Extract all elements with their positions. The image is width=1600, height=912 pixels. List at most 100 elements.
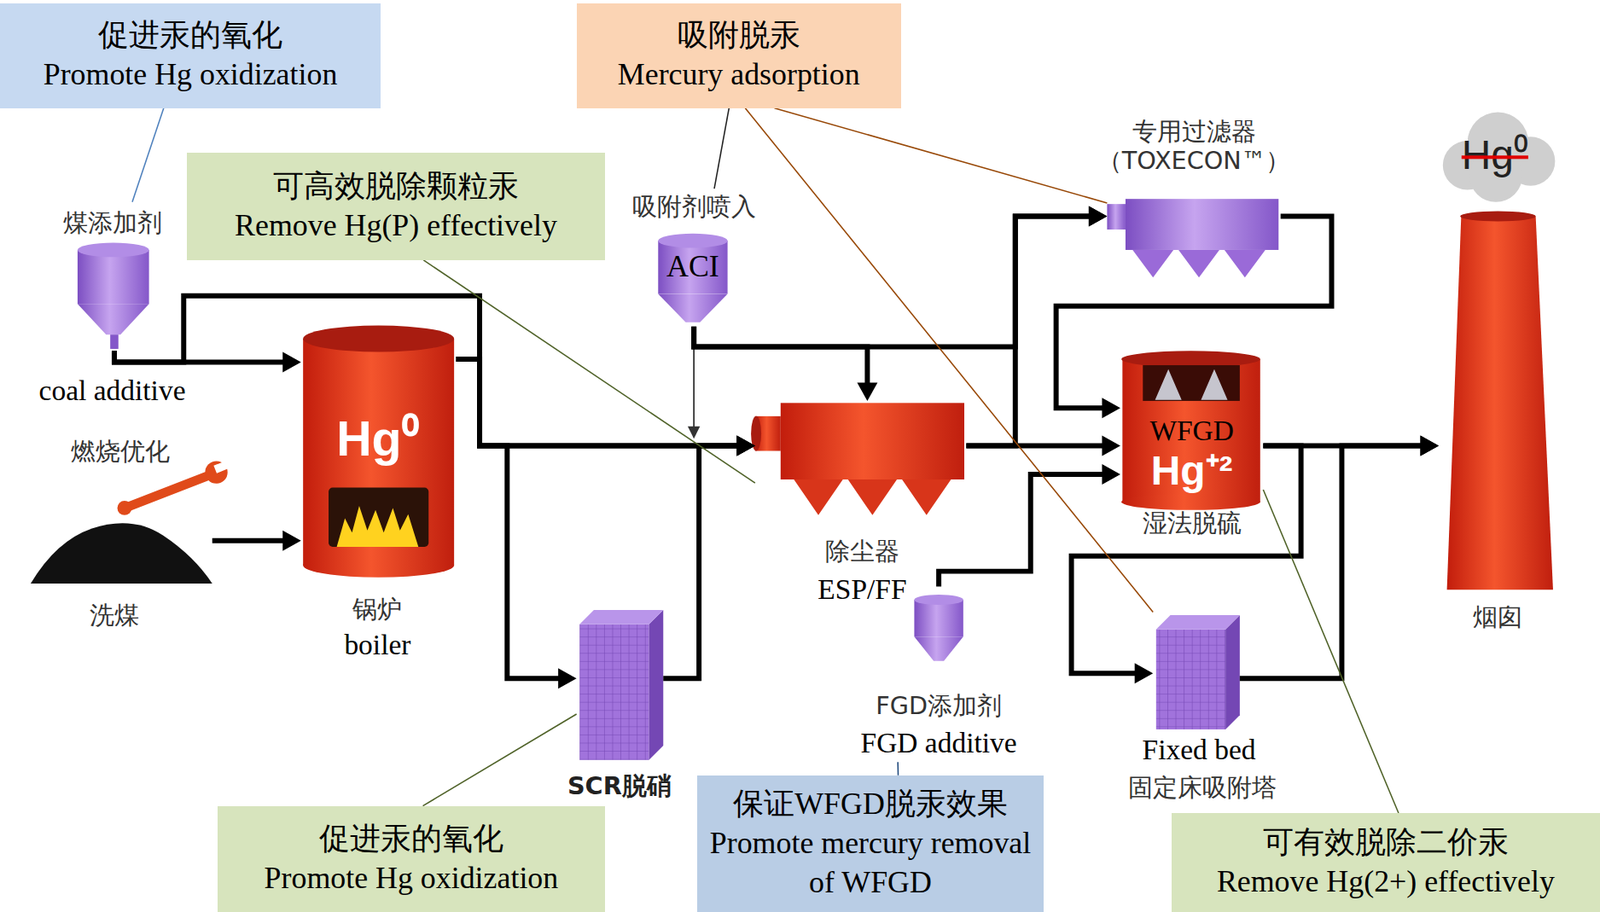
chimney-shape <box>1447 211 1554 591</box>
arrow-head <box>558 668 577 689</box>
flow-arrow <box>938 464 1121 587</box>
leader-line <box>423 260 756 483</box>
equipment-node: 除尘器ESP/FF <box>755 401 967 519</box>
fixed-bed-block <box>1156 615 1240 730</box>
connector-line <box>1071 446 1302 675</box>
arrow-head <box>736 436 756 457</box>
coal-additive-hopper <box>77 243 150 350</box>
toxecon-shape <box>1106 198 1279 278</box>
connector-line <box>1056 215 1333 408</box>
leader-line <box>744 108 1153 613</box>
arrow-head <box>1420 436 1440 457</box>
callout-box: 可有效脱除二价汞Remove Hg(2+) effectively <box>1171 813 1600 912</box>
connector-line <box>132 108 164 203</box>
wrench-icon <box>117 460 229 515</box>
callout-text: Promote mercury removal of WFGD <box>709 824 1033 903</box>
connector-line <box>693 215 1092 347</box>
equipment-label: Fixed bed <box>1142 733 1257 768</box>
equipment-label: coal additive <box>39 373 187 408</box>
flow-arrow <box>456 359 577 689</box>
callout-box: 保证WFGD脱汞效果Promote mercury removal of WFG… <box>697 775 1045 912</box>
connector-line <box>714 108 729 189</box>
connector-line <box>423 714 577 807</box>
equipment-label: 烟囱 <box>1472 602 1523 632</box>
callout-text: 保证WFGD脱汞效果 <box>733 785 1008 825</box>
equipment-label: 固定床吸附塔 <box>1128 773 1277 803</box>
arrow-head <box>856 382 878 402</box>
connector-line <box>456 359 740 447</box>
flow-arrow <box>212 530 302 552</box>
connector-line <box>938 474 1106 588</box>
connector-line <box>212 538 286 544</box>
flow-arrow <box>693 326 878 402</box>
callout-box: 可高效脱除颗粒汞Remove Hg(P) effectively <box>186 152 606 261</box>
arrow-head <box>736 436 756 457</box>
callout-box: 吸附脱汞Mercury adsorption <box>576 3 902 109</box>
boiler-shape <box>302 325 454 577</box>
connector-line <box>774 108 1108 204</box>
callout-box: 促进汞的氧化Promote Hg oxidization <box>217 806 606 912</box>
flow-arrow <box>114 296 756 457</box>
equipment-label: SCR脱硝 <box>567 771 672 801</box>
equipment-node: 洗煤 <box>30 510 213 584</box>
connector-line <box>1262 489 1399 814</box>
arrow-head <box>1101 397 1121 419</box>
equipment-label: boiler <box>343 628 411 663</box>
connector-line <box>1239 446 1424 680</box>
equipment-node: 煤添加剂coal additive <box>40 202 184 352</box>
smoke-cloud <box>1442 112 1556 203</box>
equipment-label: 湿法脱硫 <box>1142 508 1242 538</box>
leader-line <box>423 714 577 807</box>
flow-arrow <box>663 436 756 680</box>
leader-line <box>714 108 729 189</box>
equipment-node: SCR脱硝 <box>576 606 664 760</box>
emission-label: Hg⁰ <box>1461 130 1529 180</box>
connector-line <box>423 260 756 483</box>
arrow-head <box>1134 663 1154 684</box>
flow-arrow <box>1071 446 1302 685</box>
fgd-additive-hopper <box>913 594 963 662</box>
arrow-head <box>282 530 302 552</box>
arrow-head <box>1088 206 1108 227</box>
equipment-label: Hg⁺² <box>1151 447 1234 496</box>
optimization-label: 燃烧优化 <box>70 436 170 466</box>
leader-line <box>774 108 1108 204</box>
arrow-head <box>1101 436 1121 457</box>
arrow-head <box>1420 436 1440 457</box>
equipment-label: FGD添加剂 <box>875 691 1002 721</box>
equipment-node: Fixed bed固定床吸附塔 <box>1152 611 1240 734</box>
arrow-head <box>736 436 756 457</box>
flow-arrow <box>693 206 1107 348</box>
callout-text: Remove Hg(2+) effectively <box>1216 862 1555 902</box>
equipment-label: 吸附剂喷入 <box>632 191 757 221</box>
connector-line <box>456 359 562 679</box>
leader-line <box>132 108 164 203</box>
callout-text: Remove Hg(P) effectively <box>234 206 558 246</box>
equipment-label: 专用过滤器 （TOXECON™） <box>1082 116 1307 176</box>
flow-arrow <box>456 359 756 457</box>
equipment-label: 除尘器 <box>825 536 900 566</box>
connector-line <box>896 762 899 776</box>
esp-shape <box>750 402 965 516</box>
callout-text: 促进汞的氧化 <box>319 820 504 860</box>
connector-line <box>965 215 1092 446</box>
callout-text: Promote Hg oxidization <box>43 55 338 95</box>
equipment-label: FGD additive <box>861 725 1018 760</box>
equipment-label: ACI <box>666 249 720 286</box>
arrow-head <box>1101 464 1121 485</box>
equipment-label: 锅炉 <box>352 594 402 624</box>
connector-line <box>663 446 740 680</box>
callout-text: 可高效脱除颗粒汞 <box>273 167 519 207</box>
arrow-head <box>1088 206 1108 227</box>
equipment-label: WFGD <box>1149 413 1234 448</box>
connector-line <box>965 443 1106 449</box>
equipment-label: ESP/FF <box>817 572 907 607</box>
leader-line <box>897 762 900 776</box>
arrow-head <box>282 352 302 373</box>
equipment-label: Hg⁰ <box>336 409 419 469</box>
callout-text: Promote Hg oxidization <box>264 859 559 899</box>
aci-hopper <box>657 233 728 323</box>
scr-block <box>579 610 664 761</box>
callout-text: 促进汞的氧化 <box>98 16 283 56</box>
equipment-node: 烟囱 <box>1438 209 1561 592</box>
